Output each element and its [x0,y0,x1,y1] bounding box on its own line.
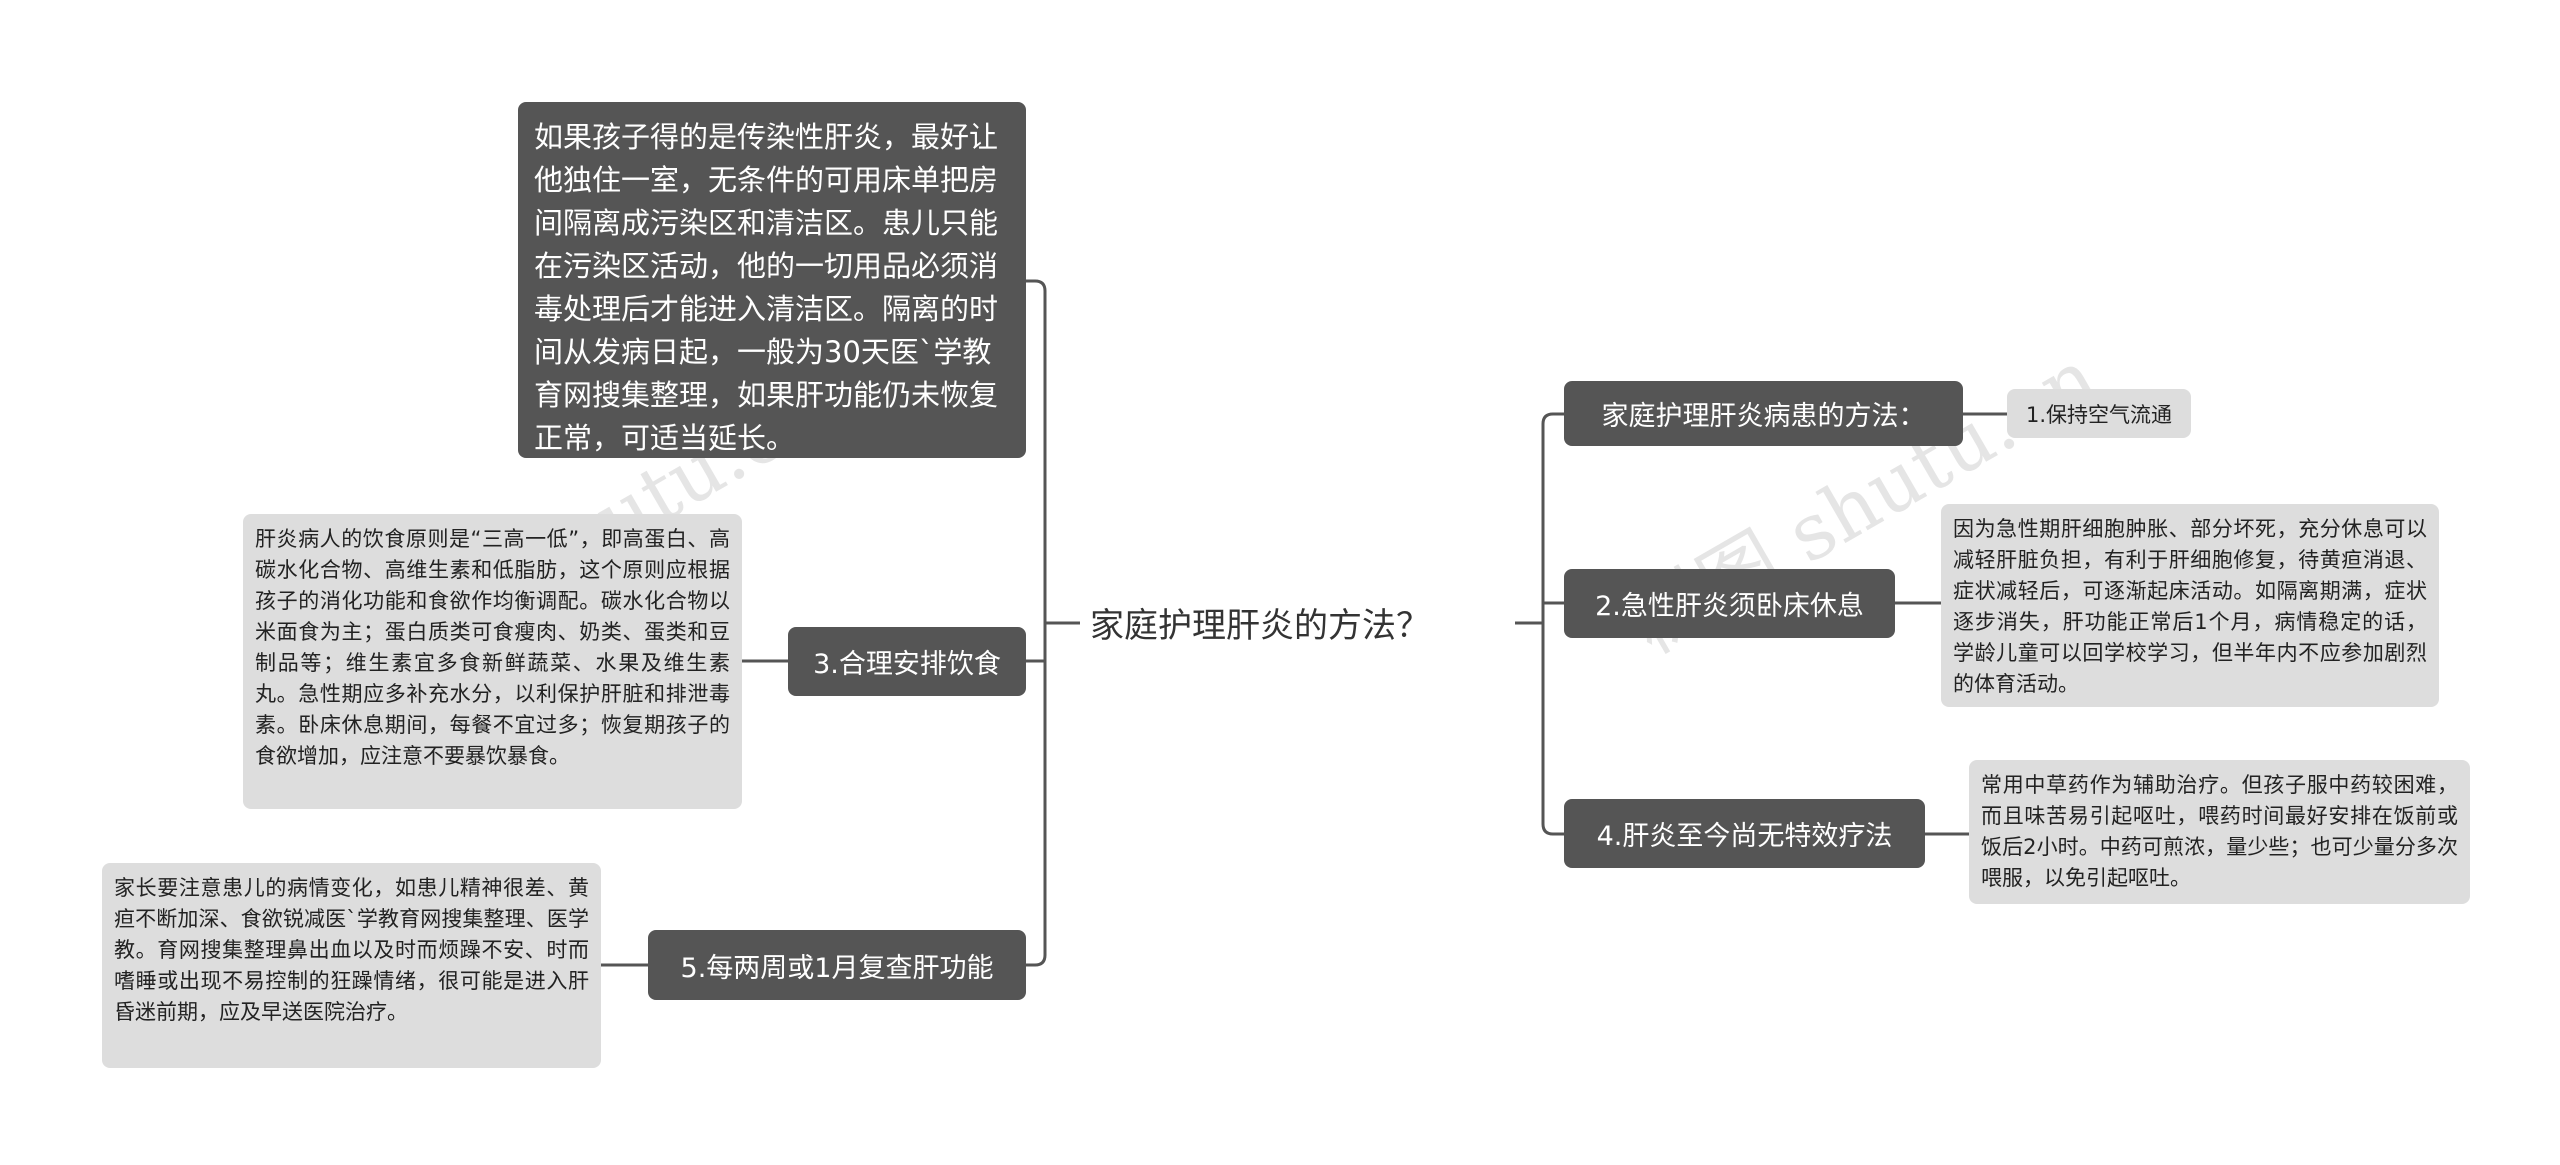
ventilation-detail[interactable]: 1.保持空气流通 [2007,389,2191,438]
bed-rest-detail[interactable]: 因为急性期肝细胞肿胀、部分坏死，充分休息可以减轻肝脏负担，有利于肝细胞修复，待黄… [1941,504,2439,707]
central-topic[interactable]: 家庭护理肝炎的方法？ [1090,606,1430,646]
liver-check-detail[interactable]: 家长要注意患儿的病情变化，如患儿精神很差、黄疸不断加深、食欲锐减医`学教育网搜集… [102,863,601,1068]
isolation-detail[interactable]: 如果孩子得的是传染性肝炎，最好让他独住一室，无条件的可用床单把房间隔离成污染区和… [518,102,1026,458]
node-no-specific-therapy[interactable]: 4.肝炎至今尚无特效疗法 [1564,799,1925,868]
node-diet[interactable]: 3.合理安排饮食 [788,627,1026,696]
node-bed-rest[interactable]: 2.急性肝炎须卧床休息 [1564,569,1895,638]
node-liver-check[interactable]: 5.每两周或1月复查肝功能 [648,930,1026,1000]
diet-detail[interactable]: 肝炎病人的饮食原则是“三高一低”，即高蛋白、高碳水化合物、高维生素和低脂肪，这个… [243,514,742,809]
connector-right-trunk [1541,412,1564,836]
node-care-methods[interactable]: 家庭护理肝炎病患的方法： [1564,381,1963,446]
connector-left-trunk [1026,279,1047,967]
therapy-detail[interactable]: 常用中草药作为辅助治疗。但孩子服中药较困难，而且味苦易引起呕吐，喂药时间最好安排… [1969,760,2470,904]
